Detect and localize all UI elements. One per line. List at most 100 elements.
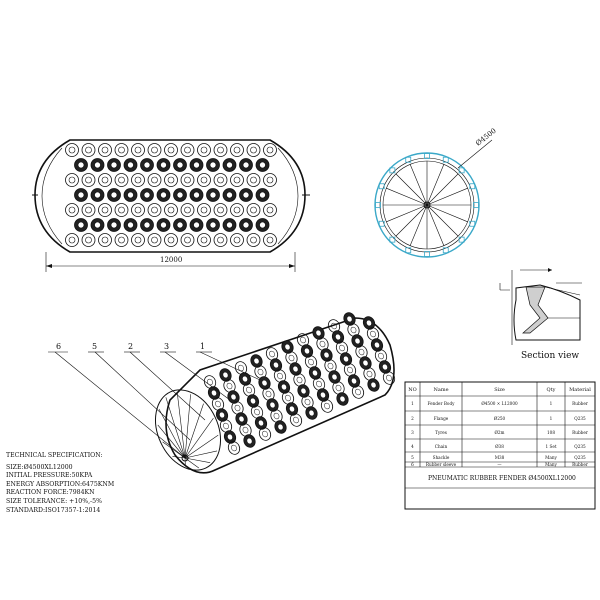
tyre: [320, 399, 334, 413]
tyre-hub: [101, 236, 109, 244]
tyre-hub: [315, 329, 322, 337]
tyre: [164, 203, 178, 217]
tyre-hub: [266, 176, 274, 184]
tyre-hub: [101, 206, 109, 214]
tyre-hub: [227, 433, 233, 441]
tyre: [351, 385, 365, 399]
tyre: [114, 203, 129, 217]
tyre-hub: [308, 358, 314, 366]
tyre-hub: [259, 191, 266, 199]
tyre-hub: [293, 416, 299, 424]
tyre: [213, 173, 228, 187]
tyre: [147, 233, 162, 247]
tyre-hub: [347, 366, 353, 374]
tyre-hub: [68, 206, 76, 214]
end-spoke: [184, 434, 219, 459]
end-spoke: [184, 403, 204, 459]
spec-line: STANDARD:ISO17357-1:2014: [6, 506, 101, 514]
spoke: [386, 187, 428, 206]
tyre-hub: [151, 176, 158, 184]
fender-end-view: Ø4500: [374, 127, 498, 258]
tyre-hub: [242, 221, 250, 229]
tyre-hub: [331, 373, 338, 381]
tyre: [81, 233, 96, 247]
tyre: [230, 173, 244, 187]
tyre-hub: [284, 343, 291, 351]
spec-line: REACTION FORCE:7984KN: [6, 489, 95, 497]
tyre-hub: [327, 362, 334, 370]
tyre-hub: [217, 206, 224, 214]
tyre-hub: [215, 400, 221, 408]
tyre: [65, 173, 79, 187]
tyre: [197, 233, 211, 247]
tyre-hub: [320, 391, 326, 399]
table-cell: Ø250: [494, 416, 506, 421]
tyre-hub: [217, 176, 224, 184]
spec-line: SIZE TOLERANCE: +10%,-5%: [6, 497, 102, 505]
tyre-hub: [134, 236, 142, 244]
tyre-hub: [219, 411, 225, 419]
spec-heading: TECHNICAL SPECIFICATION:: [6, 452, 103, 459]
tyre-hub: [101, 176, 109, 184]
tyre-edge: [473, 202, 479, 208]
tyre: [114, 173, 129, 187]
table-cell: 5: [411, 455, 414, 460]
tyre-hub: [316, 380, 322, 388]
table-cell: Q235: [574, 455, 586, 460]
tyre-hub: [257, 368, 264, 376]
tyre: [263, 173, 277, 187]
tyre-hub: [110, 221, 118, 229]
tyre: [246, 203, 261, 217]
tyre-edge: [469, 220, 476, 227]
tyre: [227, 441, 241, 455]
tyre-hub: [176, 191, 184, 199]
tyre-hub: [77, 191, 85, 199]
tyre-edge: [458, 236, 465, 243]
tyre: [230, 203, 244, 217]
tyre: [131, 233, 145, 247]
callout-5: 5: [92, 342, 97, 351]
spoke: [426, 173, 459, 206]
tyre-hub: [233, 206, 241, 214]
tyre-hub: [304, 398, 311, 406]
fender-top-view: 12000: [32, 139, 310, 272]
spoke: [409, 164, 428, 206]
tyre-hub: [250, 397, 256, 405]
tyre: [131, 173, 145, 187]
tyre-hub: [250, 146, 257, 154]
tyre-hub: [85, 176, 92, 184]
tyre-hub: [85, 206, 92, 214]
tyre: [246, 173, 261, 187]
tyre-hub: [285, 394, 291, 402]
tyre-hub: [343, 355, 349, 363]
tyre-hub: [200, 206, 208, 214]
tyre-hub: [378, 352, 384, 360]
table-cell: 6: [411, 462, 414, 467]
tyre-hub: [262, 430, 268, 438]
table-cell: Ø2m: [494, 430, 504, 435]
table-cell: Rubber: [572, 430, 588, 435]
tyre-hub: [167, 236, 175, 244]
diameter-dimension: Ø4500: [474, 127, 497, 148]
tyre-hub: [266, 236, 274, 244]
tyre-hub: [134, 206, 142, 214]
table-cell: 108: [547, 430, 555, 435]
tyre: [263, 203, 277, 217]
tyre: [65, 203, 79, 217]
end-spoke: [172, 456, 186, 459]
tyre: [98, 173, 112, 187]
tyre: [263, 143, 277, 157]
tyre-edge: [442, 247, 449, 254]
tyre-hub: [151, 146, 158, 154]
tyre-hub: [312, 369, 318, 377]
callout-2: 2: [128, 342, 133, 351]
table-header: Material: [569, 387, 591, 393]
drawing-title: PNEUMATIC RUBBER FENDER Ø4500XL12000: [428, 475, 576, 482]
tyre: [98, 143, 112, 157]
tyre-hub: [354, 337, 361, 345]
length-dimension: 12000: [160, 256, 182, 264]
tyre: [263, 233, 277, 247]
tyre: [258, 427, 272, 441]
end-spoke: [184, 417, 214, 459]
tyre-hub: [355, 388, 361, 396]
